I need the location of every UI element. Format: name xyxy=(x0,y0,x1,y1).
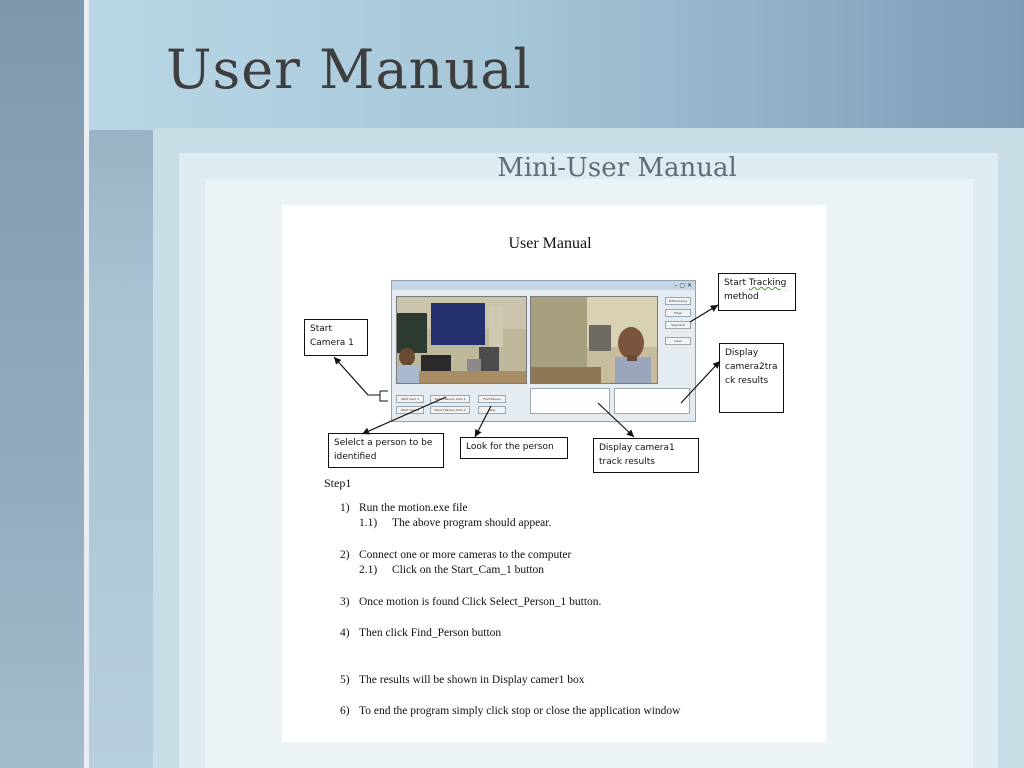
start-cam1-button[interactable]: Start Cam 1 xyxy=(396,395,424,403)
step-text: Then click Find_Person button xyxy=(359,627,502,639)
callout-cam1-line1: Start xyxy=(310,324,332,334)
application-window-screenshot: – ▢ ✕ xyxy=(391,280,696,422)
step-number: 4) xyxy=(340,627,350,639)
callout-start-tracking: Start Tracking method xyxy=(718,273,796,311)
list-item: 1) Run the motion.exe file xyxy=(340,502,468,514)
document-title: User Manual xyxy=(508,235,592,252)
title-band xyxy=(89,0,1024,130)
list-item: 3) Once motion is found Click Select_Pers… xyxy=(340,596,601,608)
left-divider-line xyxy=(84,0,89,768)
arrow-to-start-camera1 xyxy=(333,356,369,396)
step-number: 5) xyxy=(340,674,350,686)
callout-tracking-text-2: method xyxy=(724,292,759,302)
stop-button[interactable]: Stop xyxy=(478,406,506,414)
select-person-cam2-button[interactable]: Select Person Cam 2 xyxy=(430,406,470,414)
callout-display1-line1: Display camera1 xyxy=(599,443,675,453)
app-titlebar: – ▢ ✕ xyxy=(392,281,695,290)
step-text: Once motion is found Click Select_Person… xyxy=(359,596,602,608)
list-item: 2) Connect one or more cameras to the com… xyxy=(340,549,571,561)
segment-button[interactable]: Segment xyxy=(665,321,691,329)
step-number: 2) xyxy=(340,549,350,561)
callout-display2-line2: camera2tra xyxy=(725,362,778,372)
step-text: Run the motion.exe file xyxy=(359,502,468,514)
start-cam2-button[interactable]: Start Cam 2 xyxy=(396,406,424,414)
substep-number: 2.1) xyxy=(359,564,378,576)
list-subitem: 2.1) Click on the Start_Cam_1 button xyxy=(359,564,544,576)
left-band xyxy=(0,0,84,768)
substep-text: The above program should appear. xyxy=(392,517,552,529)
callout-tracking-word: Tracking xyxy=(748,278,787,288)
camera2-feed xyxy=(530,296,658,384)
step-number: 6) xyxy=(340,705,350,717)
select-person-cam1-button[interactable]: Select Person Cam 1 xyxy=(430,395,470,403)
list-item: 4) Then click Find_Person button xyxy=(340,627,501,639)
callout-tracking-text-1: Start xyxy=(724,278,749,288)
callout-cam1-line2: Camera 1 xyxy=(310,338,354,348)
list-item: 5) The results will be shown in Display c… xyxy=(340,674,585,686)
camera1-photo xyxy=(397,297,526,383)
callout-display-camera1: Display camera1 track results xyxy=(593,438,699,473)
camera2-photo xyxy=(531,297,657,383)
find-person-button[interactable]: Find Person xyxy=(478,395,506,403)
bracket-start-cam-buttons xyxy=(368,390,388,402)
substep-number: 1.1) xyxy=(359,517,378,529)
callout-look-for-person: Look for the person xyxy=(460,437,568,459)
window-controls-icon: – ▢ ✕ xyxy=(674,282,692,289)
callout-display2-line3: ck results xyxy=(725,376,769,386)
list-item: 6) To end the program simply click stop o… xyxy=(340,705,680,717)
substep-text: Click on the Start_Cam_1 button xyxy=(392,564,545,576)
clear-button[interactable]: Clear xyxy=(665,337,691,345)
step-heading: Step1 xyxy=(324,476,352,490)
slide-title: User Manual xyxy=(166,38,532,101)
step-text: Connect one or more cameras to the compu… xyxy=(359,549,572,561)
slide-subtitle: Mini-User Manual xyxy=(205,153,973,183)
manual-document-image: User Manual – ▢ ✕ xyxy=(282,205,826,742)
subtitle-text: Mini-User Manual xyxy=(497,153,737,183)
callout-display1-line2: track results xyxy=(599,457,655,467)
callout-select-person: Selelct a person to be identified xyxy=(328,433,444,468)
edge-button[interactable]: Edge xyxy=(665,309,691,317)
list-subitem: 1.1) The above program should appear. xyxy=(359,517,551,529)
callout-display2-line1: Display xyxy=(725,348,759,358)
callout-display-camera2: Display camera2tra ck results xyxy=(719,343,784,413)
step-text: To end the program simply click stop or … xyxy=(359,705,681,717)
display-camera1-box xyxy=(530,388,610,414)
differencing-button[interactable]: Differencing xyxy=(665,297,691,305)
step-text: The results will be shown in Display cam… xyxy=(359,674,585,686)
step-number: 3) xyxy=(340,596,350,608)
display-camera2-box xyxy=(614,388,690,414)
step-number: 1) xyxy=(340,502,350,514)
callout-start-camera1: Start Camera 1 xyxy=(304,319,368,356)
camera1-feed xyxy=(396,296,527,384)
